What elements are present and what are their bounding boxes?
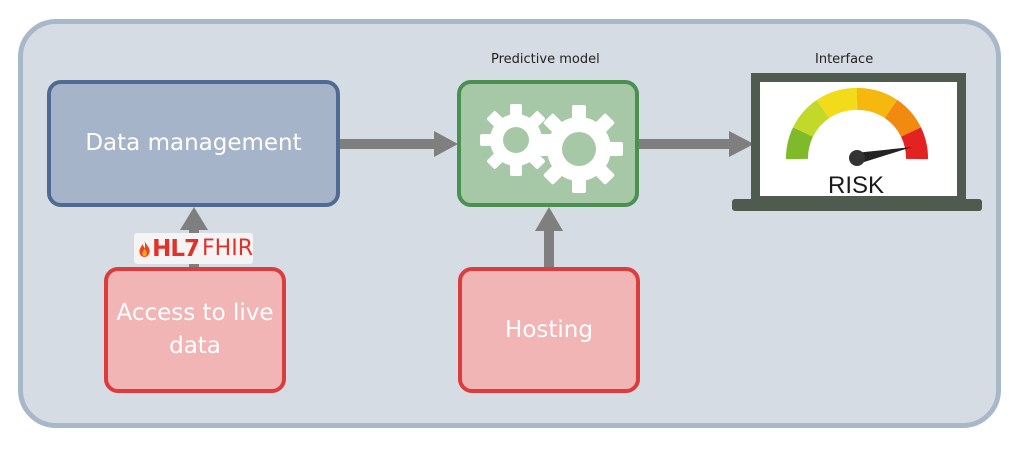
- interface-caption: Interface: [815, 52, 874, 67]
- hl7-fhir-badge: HL7 FHIR: [134, 233, 253, 264]
- arrow-hosting-to-model: [535, 207, 563, 269]
- arrow-dm-to-model: [340, 131, 458, 157]
- data-management-label: Data management: [85, 130, 302, 156]
- fhir-text: FHIR: [202, 236, 253, 261]
- predictive-model-caption: Predictive model: [491, 52, 600, 67]
- access-live-data-box: Access to live data: [104, 267, 286, 393]
- risk-label: RISK: [828, 172, 884, 199]
- gears-icon: [480, 104, 623, 193]
- predictive-model-box: [457, 80, 639, 207]
- arrow-model-to-interface: [639, 131, 754, 157]
- hl7-text: HL7: [152, 235, 200, 262]
- access-live-data-label: Access to live data: [116, 300, 274, 359]
- hosting-box: Hosting: [458, 267, 640, 393]
- hosting-label: Hosting: [505, 316, 593, 343]
- hl7-flame-icon: [139, 240, 150, 257]
- data-management-box: Data management: [47, 80, 340, 207]
- gauge-needle-hub: [849, 150, 865, 166]
